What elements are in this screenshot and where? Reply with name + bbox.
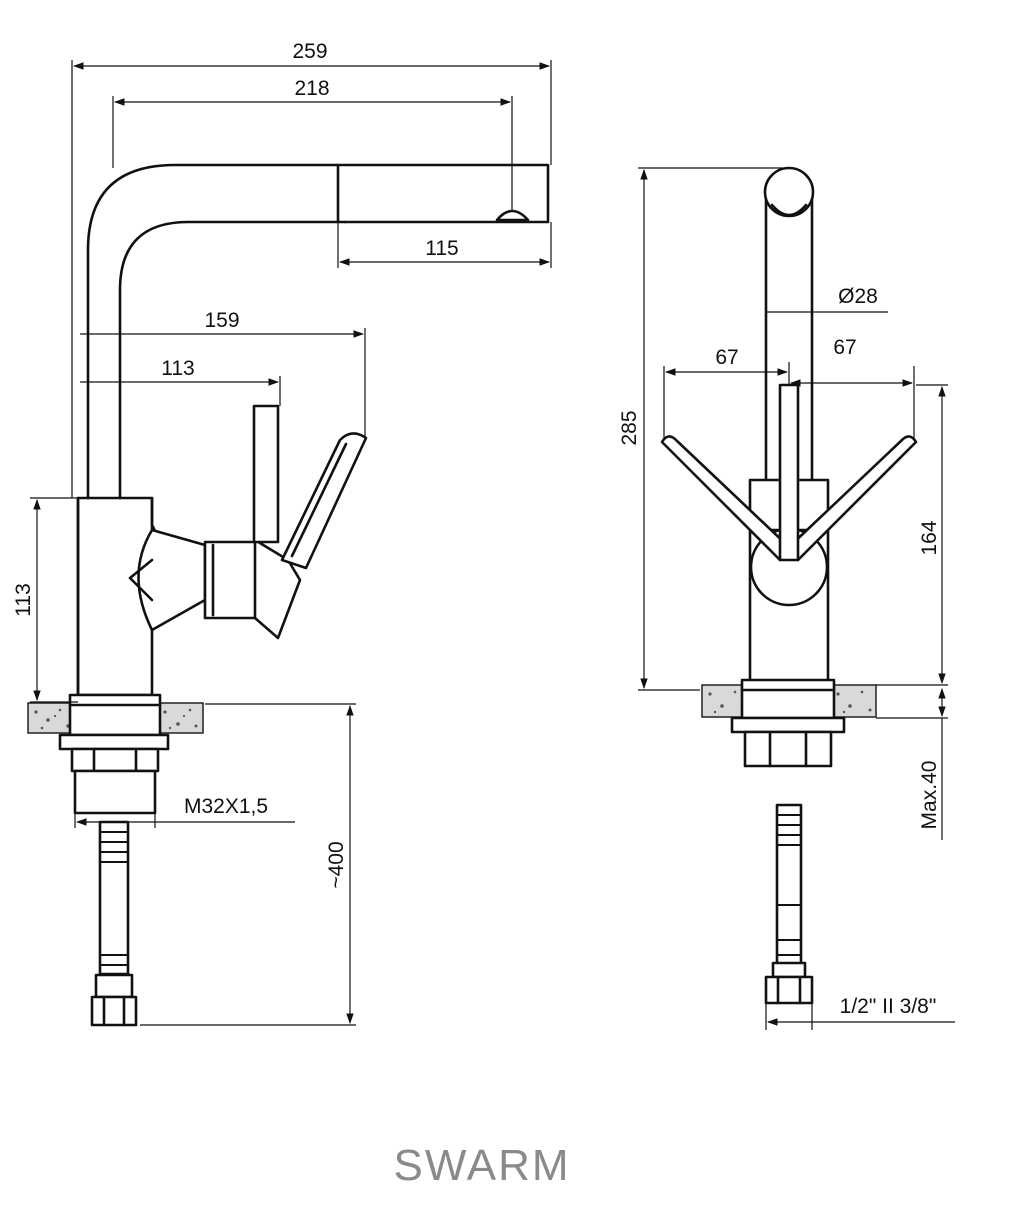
side-body (76, 496, 302, 697)
dim-lever-right: 67 (833, 336, 856, 359)
product-title: SWARM (393, 1141, 570, 1190)
dim-body-height: 113 (12, 583, 35, 616)
front-counter (701, 678, 877, 768)
dim-counter-max: Max.40 (918, 761, 941, 830)
front-view: 285 Ø28 67 67 164 Max.40 1/2" II 3/8" (618, 166, 955, 1030)
dim-spout-head: 115 (425, 237, 458, 260)
dim-hose-length: ~400 (325, 841, 348, 888)
side-counter (27, 693, 204, 815)
side-hose (90, 820, 138, 1027)
dim-overall-width: 259 (292, 40, 327, 63)
front-levers (660, 383, 918, 562)
dim-total-height: 285 (618, 410, 641, 445)
side-view: 259 218 115 159 113 113 M32X1,5 ~400 (12, 40, 552, 1027)
dim-lever-left: 67 (715, 346, 738, 369)
front-dimension-lines (638, 167, 955, 1030)
dim-base-to-lever: 164 (918, 520, 941, 555)
dim-spout-diameter: Ø28 (838, 285, 878, 308)
dim-thread: M32X1,5 (184, 795, 268, 818)
side-spout (86, 163, 550, 500)
dim-hose-connector: 1/2" II 3/8" (840, 995, 937, 1018)
front-hose (764, 803, 814, 1005)
dim-handle-reach-inner: 113 (161, 357, 194, 380)
side-handle (252, 404, 368, 570)
dim-handle-reach-outer: 159 (204, 309, 239, 332)
side-dimension-lines (30, 60, 552, 1026)
dim-spout-reach: 218 (294, 77, 329, 100)
